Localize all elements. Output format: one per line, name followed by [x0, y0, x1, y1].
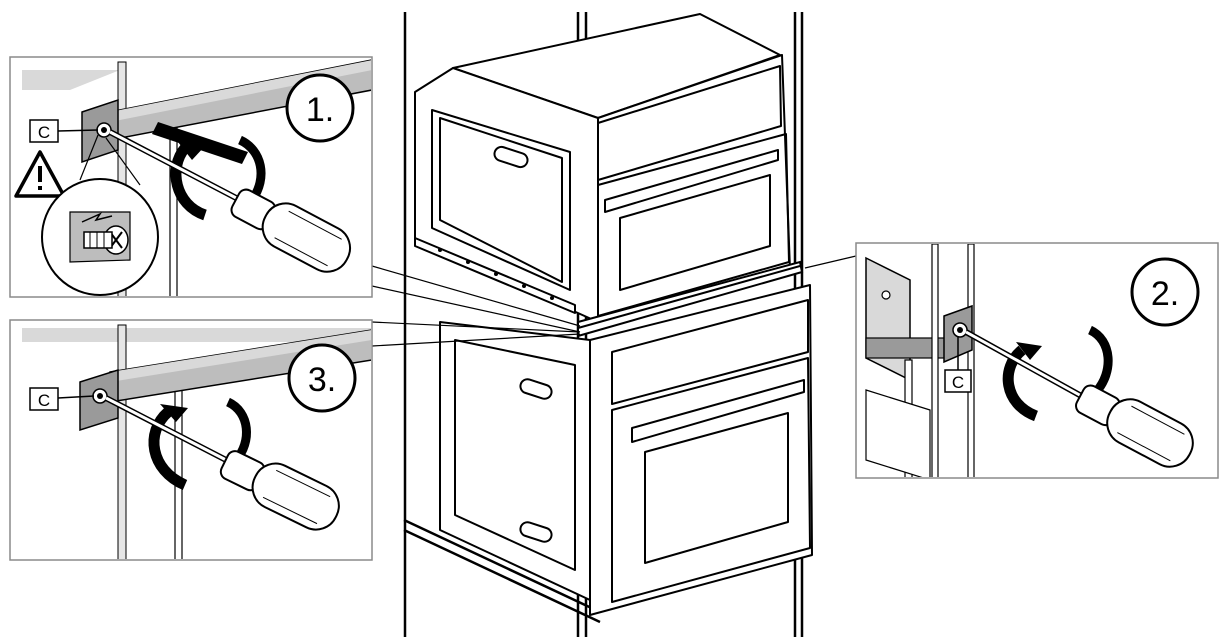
step-number-3: 3. — [308, 361, 336, 399]
step-number-2: 2. — [1151, 275, 1179, 313]
runner-holes — [438, 248, 554, 300]
callout-label-c: C — [38, 391, 50, 410]
warning-triangle-icon — [14, 150, 66, 198]
step-3-panel: C 3. — [9, 319, 373, 561]
step-1-panel: C 1. — [9, 56, 373, 298]
screw-detail-magnifier — [41, 134, 159, 296]
step-2-panel: C 2. — [855, 242, 1219, 479]
callout-label-c: C — [952, 373, 964, 392]
lower-oven — [439, 284, 813, 616]
callout-label-c: C — [38, 123, 50, 142]
leader-lines — [371, 255, 857, 347]
upper-oven — [414, 13, 791, 323]
step-number-1: 1. — [306, 91, 334, 129]
